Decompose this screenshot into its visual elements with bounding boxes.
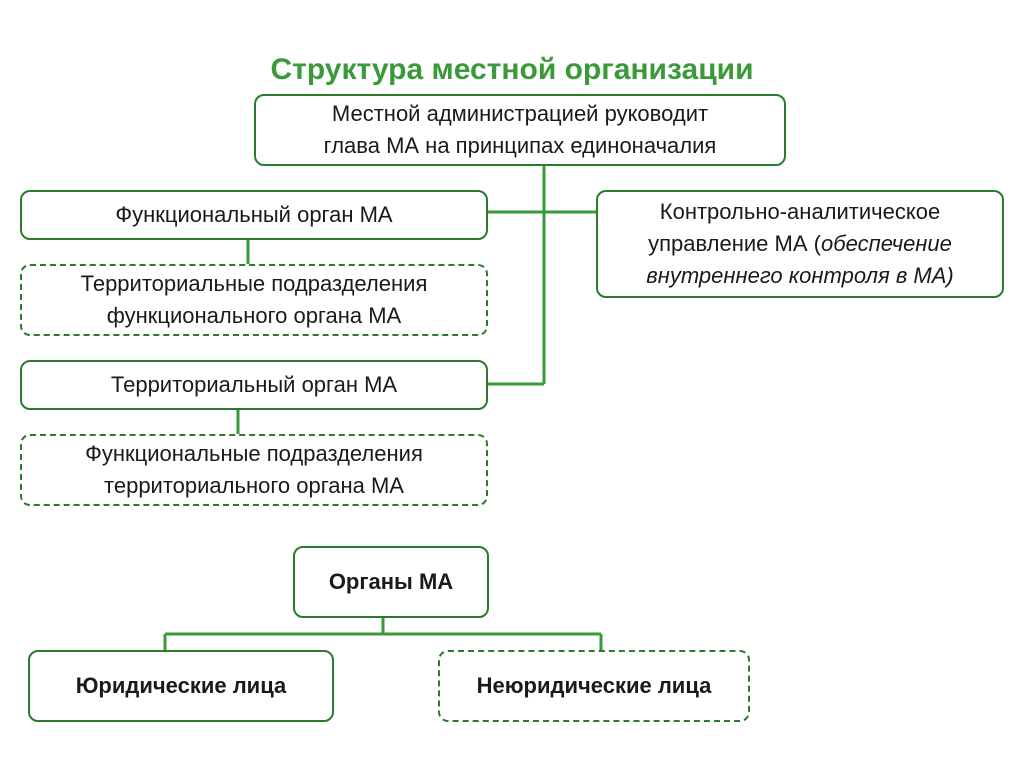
legal-entities-node: Юридические лица xyxy=(28,650,334,722)
territorial-organ-node: Территориальный орган МА xyxy=(20,360,488,410)
functional-organ-label: Функциональный орган МА xyxy=(115,202,393,227)
territorial-subdivisions-line2: функционального органа МА xyxy=(106,303,402,328)
non-legal-entities-label: Неюридические лица xyxy=(476,673,712,698)
control-line2-italic: обеспечение xyxy=(820,231,952,256)
diagram-title: Структура местной организации xyxy=(270,53,754,86)
functional-organ-node: Функциональный орган МА xyxy=(20,190,488,240)
control-line3: внутреннего контроля в МА) xyxy=(646,263,954,288)
head-node-line1: Местной администрацией руководит xyxy=(331,101,709,126)
organs-label: Органы МА xyxy=(328,569,454,594)
control-node: Контрольно-аналитическое управление МА (… xyxy=(596,190,1004,298)
territorial-subdivisions-line1: Территориальные подразделения xyxy=(80,271,428,296)
control-line2: управление МА (обеспечение xyxy=(648,228,952,260)
legal-entities-label: Юридические лица xyxy=(75,673,287,698)
organs-node: Органы МА xyxy=(293,546,489,618)
territorial-subdivisions-node: Территориальные подразделения функционал… xyxy=(20,264,488,336)
head-node: Местной администрацией руководит глава М… xyxy=(254,94,786,166)
non-legal-entities-node: Неюридические лица xyxy=(438,650,750,722)
control-line2-plain: управление МА ( xyxy=(648,231,821,256)
territorial-organ-label: Территориальный орган МА xyxy=(110,372,398,397)
functional-subdivisions-line2: территориального органа МА xyxy=(104,473,404,498)
functional-subdivisions-node: Функциональные подразделения территориал… xyxy=(20,434,488,506)
control-line1: Контрольно-аналитическое xyxy=(659,199,941,224)
functional-subdivisions-line1: Функциональные подразделения xyxy=(85,441,423,466)
head-node-line2: глава МА на принципах единоначалия xyxy=(323,133,717,158)
